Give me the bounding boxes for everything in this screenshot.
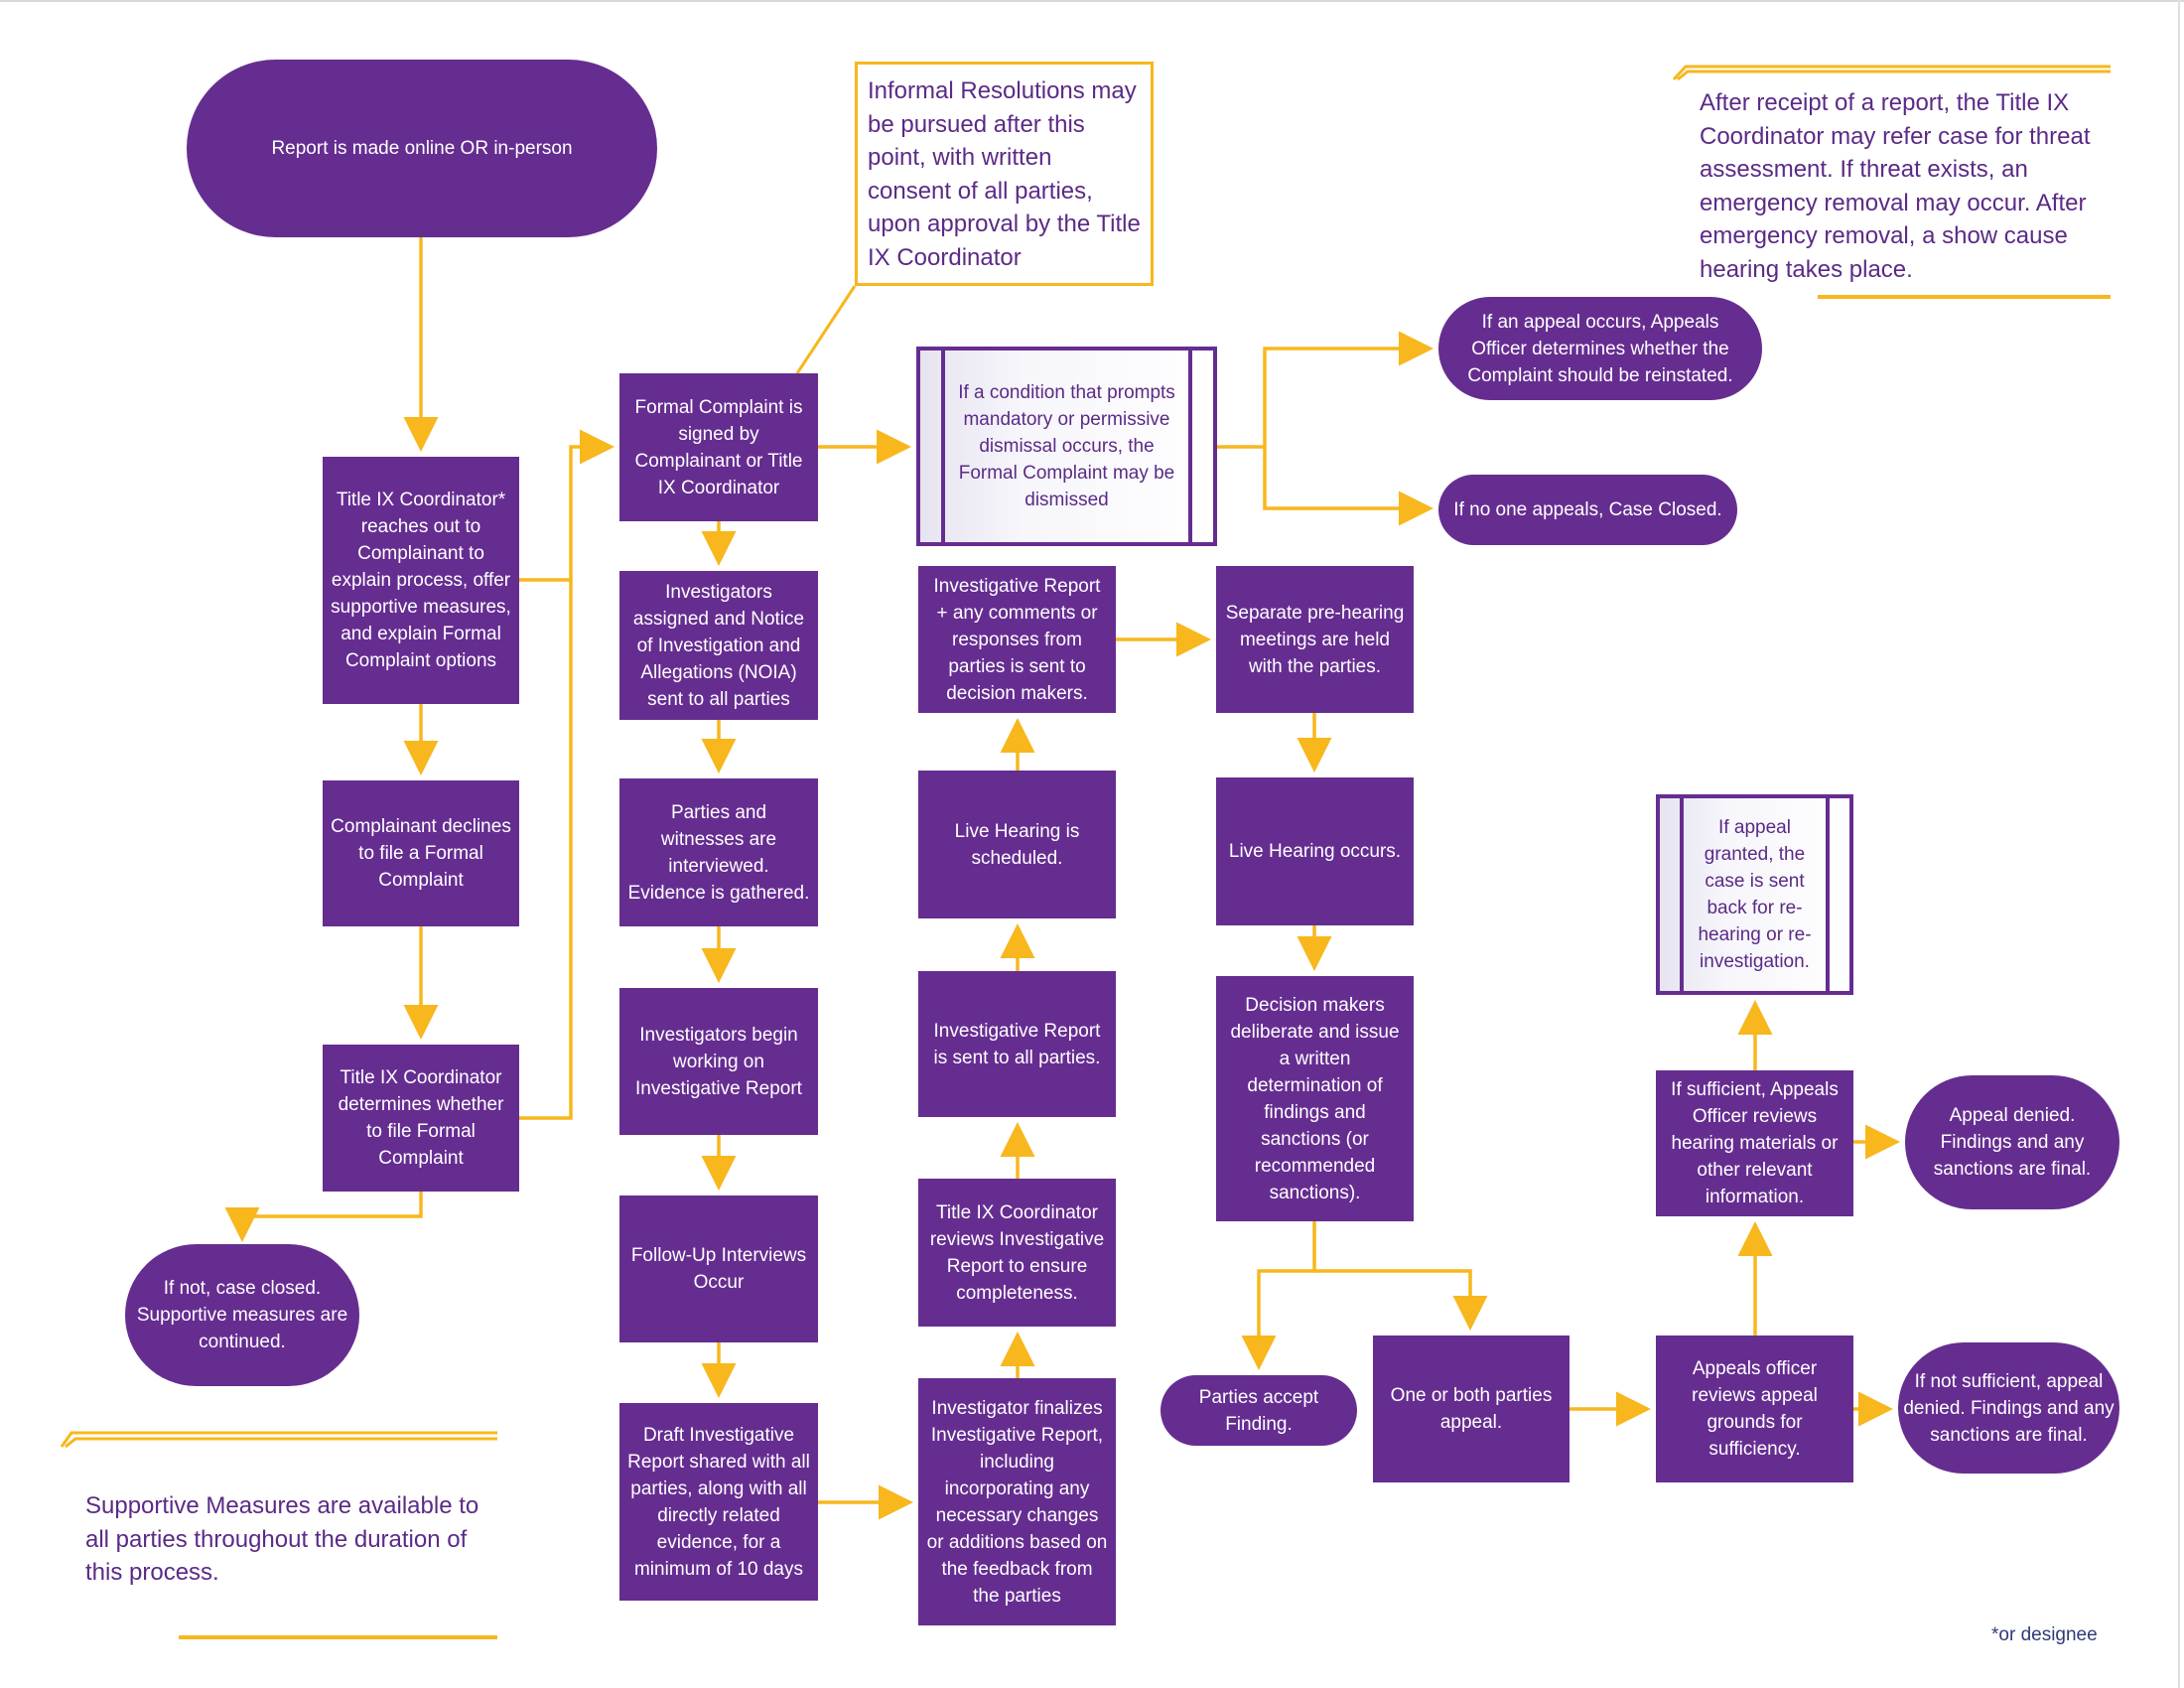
node-no-appeal-closed: If no one appeals, Case Closed. xyxy=(1438,475,1737,545)
arrow-decision-to-accept xyxy=(1241,1221,1316,1370)
node-label: Live Hearing is scheduled. xyxy=(954,820,1080,869)
node-complainant-declines: Complainant declines to file a Formal Co… xyxy=(323,780,519,926)
node-label: Formal Complaint is signed by Complainan… xyxy=(634,396,803,498)
node-not-sufficient-denied: If not sufficient, appeal denied. Findin… xyxy=(1898,1342,2119,1474)
footnote-designee: *or designee xyxy=(1991,1624,2098,1646)
node-label: If an appeal occurs, Appeals Officer det… xyxy=(1467,311,1733,386)
node-label: Investigative Report is sent to all part… xyxy=(933,1020,1101,1068)
node-live-hearing-scheduled: Live Hearing is scheduled. xyxy=(918,771,1116,918)
node-label: Parties accept Finding. xyxy=(1198,1386,1319,1435)
node-appeal-granted: If appeal granted, the case is sent back… xyxy=(1656,794,1853,995)
node-label: If not, case closed. Supportive measures… xyxy=(136,1278,348,1352)
node-label: If a condition that prompts mandatory or… xyxy=(958,382,1175,510)
note-threat-assessment-text: After receipt of a report, the Title IX … xyxy=(1700,89,2091,283)
node-report-made: Report is made online OR in-person xyxy=(187,60,657,237)
arrow-dismissal-to-closed xyxy=(1263,447,1433,526)
arrow-determines-to-closed xyxy=(224,1192,423,1242)
page-top-border xyxy=(0,0,2184,2)
leader-informal-resolution xyxy=(795,285,857,374)
node-label: If appeal granted, the case is sent back… xyxy=(1698,817,1812,972)
page-right-border xyxy=(2178,0,2180,1688)
node-report-sent-all: Investigative Report is sent to all part… xyxy=(918,971,1116,1117)
predef-right-bar xyxy=(1826,798,1830,991)
node-parties-interviewed: Parties and witnesses are interviewed. E… xyxy=(619,778,818,926)
note-supportive-measures-text: Supportive Measures are available to all… xyxy=(85,1492,479,1586)
predef-left-bar xyxy=(941,351,945,542)
node-investigator-finalizes: Investigator finalizes Investigative Rep… xyxy=(918,1378,1116,1625)
supportive-note-top-bracket xyxy=(60,1431,497,1449)
arrow-determines-to-formal xyxy=(519,429,614,1120)
node-coordinator-reaches-out: Title IX Coordinator* reaches out to Com… xyxy=(323,457,519,704)
node-label: Draft Investigative Report shared with a… xyxy=(627,1424,810,1580)
threat-note-top-bracket xyxy=(1672,65,2111,81)
node-appeal-denied: Appeal denied. Findings and any sanction… xyxy=(1905,1075,2119,1209)
node-decision-makers: Decision makers deliberate and issue a w… xyxy=(1216,976,1414,1221)
node-if-sufficient: If sufficient, Appeals Officer reviews h… xyxy=(1656,1070,1853,1216)
node-case-closed-supportive: If not, case closed. Supportive measures… xyxy=(125,1244,359,1386)
node-label: If sufficient, Appeals Officer reviews h… xyxy=(1671,1079,1839,1207)
node-label: Decision makers deliberate and issue a w… xyxy=(1230,994,1400,1203)
node-label: Investigators assigned and Notice of Inv… xyxy=(632,581,805,710)
node-investigators-assigned: Investigators assigned and Notice of Inv… xyxy=(619,571,818,720)
node-parties-accept: Parties accept Finding. xyxy=(1160,1375,1357,1446)
node-appeal-reinstate: If an appeal occurs, Appeals Officer det… xyxy=(1438,297,1762,400)
note-informal-resolution: Informal Resolutions may be pursued afte… xyxy=(855,62,1154,286)
node-label: Title IX Coordinator determines whether … xyxy=(338,1067,504,1169)
note-informal-resolution-text: Informal Resolutions may be pursued afte… xyxy=(868,77,1141,271)
node-appeals-officer-reviews: Appeals officer reviews appeal grounds f… xyxy=(1656,1336,1853,1482)
node-label: Investigative Report + any comments or r… xyxy=(933,575,1101,704)
node-label: If no one appeals, Case Closed. xyxy=(1453,499,1722,520)
predef-right-bar xyxy=(1188,351,1192,542)
node-draft-report-shared: Draft Investigative Report shared with a… xyxy=(619,1403,818,1601)
arrow-decision-to-appeal xyxy=(1314,1269,1488,1331)
node-label: Parties and witnesses are interviewed. E… xyxy=(627,801,810,904)
node-dismissal-condition: If a condition that prompts mandatory or… xyxy=(916,347,1217,546)
node-label: Investigators begin working on Investiga… xyxy=(635,1024,802,1099)
note-threat-assessment: After receipt of a report, the Title IX … xyxy=(1700,86,2107,286)
node-label: Separate pre-hearing meetings are held w… xyxy=(1225,602,1405,677)
node-label: Title IX Coordinator reviews Investigati… xyxy=(929,1201,1105,1304)
node-follow-up-interviews: Follow-Up Interviews Occur xyxy=(619,1196,818,1342)
node-live-hearing-occurs: Live Hearing occurs. xyxy=(1216,777,1414,925)
arrow-dismissal-to-appeal xyxy=(1263,331,1433,447)
node-label: Follow-Up Interviews Occur xyxy=(630,1245,807,1293)
node-prehearing-meetings: Separate pre-hearing meetings are held w… xyxy=(1216,566,1414,713)
node-label: Complainant declines to file a Formal Co… xyxy=(331,816,511,891)
node-label: Report is made online OR in-person xyxy=(271,138,573,159)
node-parties-appeal: One or both parties appeal. xyxy=(1373,1336,1570,1482)
node-label: Appeal denied. Findings and any sanction… xyxy=(1933,1105,2092,1180)
node-investigators-begin: Investigators begin working on Investiga… xyxy=(619,988,818,1135)
node-coordinator-determines: Title IX Coordinator determines whether … xyxy=(323,1045,519,1192)
note-supportive-measures: Supportive Measures are available to all… xyxy=(85,1489,482,1590)
node-label: Title IX Coordinator* reaches out to Com… xyxy=(331,490,511,671)
predef-left-bar xyxy=(1680,798,1684,991)
node-label: Live Hearing occurs. xyxy=(1228,841,1402,862)
node-formal-complaint-signed: Formal Complaint is signed by Complainan… xyxy=(619,373,818,521)
node-label: Investigator finalizes Investigative Rep… xyxy=(926,1397,1108,1607)
footnote-text: *or designee xyxy=(1991,1624,2098,1645)
node-label: Appeals officer reviews appeal grounds f… xyxy=(1692,1358,1818,1460)
node-label: If not sufficient, appeal denied. Findin… xyxy=(1903,1370,2115,1446)
node-label: One or both parties appeal. xyxy=(1390,1385,1553,1433)
node-report-to-decision-makers: Investigative Report + any comments or r… xyxy=(918,566,1116,713)
node-coordinator-reviews: Title IX Coordinator reviews Investigati… xyxy=(918,1179,1116,1327)
